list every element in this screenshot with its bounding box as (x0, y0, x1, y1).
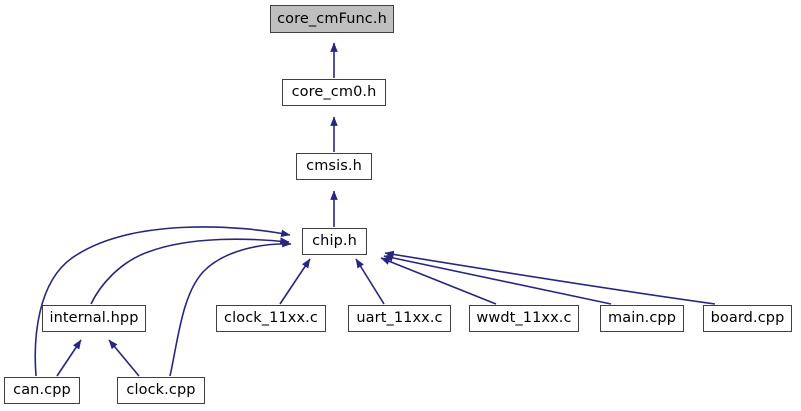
node-label: can.cpp (13, 382, 71, 399)
node-can-cpp[interactable]: can.cpp (4, 377, 80, 404)
node-label: board.cpp (710, 310, 785, 327)
node-chip-h[interactable]: chip.h (302, 228, 367, 255)
node-main-cpp[interactable]: main.cpp (600, 305, 684, 332)
edge-clock_11xx-to-chip (279, 258, 311, 305)
node-label: clock_11xx.c (224, 310, 318, 327)
node-cmsis-h[interactable]: cmsis.h (296, 153, 372, 180)
node-board-cpp[interactable]: board.cpp (703, 305, 792, 332)
edge-can_cpp-to-internal (56, 339, 82, 377)
edge-wwdt_11xx-to-chip (380, 257, 497, 305)
node-internal-hpp[interactable]: internal.hpp (42, 305, 146, 332)
edge-uart_11xx-to-chip (355, 258, 385, 305)
node-label: wwdt_11xx.c (476, 310, 572, 327)
node-uart_11xx-c[interactable]: uart_11xx.c (348, 305, 451, 332)
node-core_cmFunc-h[interactable]: core_cmFunc.h (270, 5, 394, 33)
node-label: core_cmFunc.h (277, 10, 387, 27)
node-label: clock.cpp (126, 382, 196, 399)
node-label: main.cpp (607, 310, 677, 327)
node-wwdt_11xx-c[interactable]: wwdt_11xx.c (469, 305, 579, 332)
edge-main_cpp-to-chip (383, 254, 612, 305)
node-core_cm0-h[interactable]: core_cm0.h (282, 79, 386, 106)
node-label: core_cm0.h (291, 84, 377, 101)
node-label: chip.h (312, 233, 357, 250)
node-clock_11xx-c[interactable]: clock_11xx.c (216, 305, 326, 332)
node-label: uart_11xx.c (356, 310, 443, 327)
node-label: internal.hpp (49, 310, 139, 327)
edge-can_cpp-to-chip (34, 226, 291, 377)
edge-clock_cpp-to-internal (108, 339, 140, 377)
node-clock-cpp[interactable]: clock.cpp (117, 377, 205, 404)
edge-internal-to-chip (90, 237, 290, 305)
edge-board_cpp-to-chip (384, 250, 716, 305)
node-label: cmsis.h (306, 158, 362, 175)
